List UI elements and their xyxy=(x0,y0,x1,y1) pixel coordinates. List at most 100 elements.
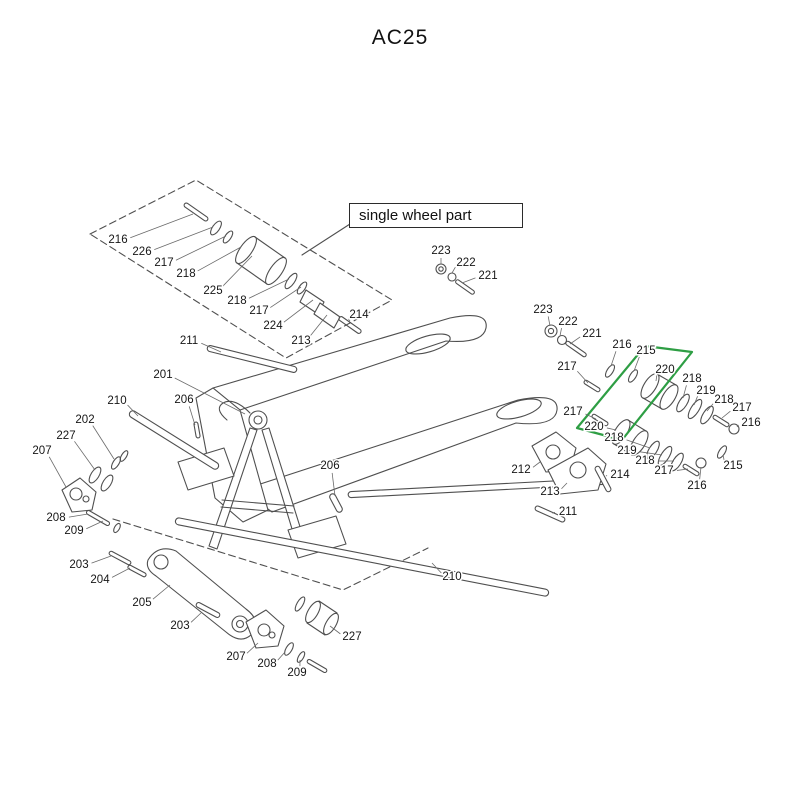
part-label-210: 210 xyxy=(442,571,461,583)
part-label-206: 206 xyxy=(320,460,339,472)
part-label-218: 218 xyxy=(227,295,246,307)
leader-line xyxy=(682,385,687,399)
leader-line xyxy=(655,375,658,382)
part-label-218: 218 xyxy=(682,373,701,385)
part-label-206: 206 xyxy=(174,394,193,406)
single-wheel-part-callout: single wheel part xyxy=(349,203,523,228)
leader-line xyxy=(431,562,442,574)
part-label-211: 211 xyxy=(559,506,577,518)
part-label-205: 205 xyxy=(132,597,151,609)
part-label-207: 207 xyxy=(32,445,51,457)
fork-lower xyxy=(241,397,558,513)
part-label-215: 215 xyxy=(723,460,742,472)
part-label-219: 219 xyxy=(696,385,715,397)
part-label-211: 211 xyxy=(180,335,198,347)
pin-206-upper xyxy=(193,421,201,439)
part-label-201: 201 xyxy=(153,369,172,381)
part-label-204: 204 xyxy=(90,574,110,586)
part-label-214: 214 xyxy=(349,309,369,321)
heel-plate-left xyxy=(177,447,235,491)
part-label-208: 208 xyxy=(257,658,276,670)
leader-line xyxy=(248,278,290,299)
part-label-219: 219 xyxy=(617,445,636,457)
part-label-218: 218 xyxy=(176,268,195,280)
leader-line xyxy=(190,612,202,623)
part-label-213: 213 xyxy=(291,335,310,347)
leader-line xyxy=(197,246,242,272)
part-label-210: 210 xyxy=(107,395,126,407)
part-label-203: 203 xyxy=(69,559,88,571)
leader-line xyxy=(561,482,568,490)
part-label-227: 227 xyxy=(342,631,361,643)
leader-line xyxy=(174,377,246,415)
fork-upper xyxy=(212,315,487,411)
highlight-region xyxy=(575,344,694,442)
part-label-215: 215 xyxy=(636,345,655,357)
part-label-220: 220 xyxy=(655,364,674,376)
leader-line xyxy=(309,314,328,337)
leader-line xyxy=(154,226,214,251)
part-label-209: 209 xyxy=(64,525,83,537)
leader-line xyxy=(585,413,597,420)
rod-210-left xyxy=(128,410,220,470)
part-label-225: 225 xyxy=(203,285,222,297)
leader-line xyxy=(68,513,89,518)
leader-line xyxy=(721,410,731,419)
part-label-221: 221 xyxy=(582,328,601,340)
leader-line xyxy=(722,454,725,461)
part-label-217: 217 xyxy=(557,361,576,373)
pin-206-lower xyxy=(329,493,343,513)
leader-line xyxy=(736,424,739,428)
leader-line xyxy=(127,404,139,417)
bottom-wheel-exploded xyxy=(245,596,339,674)
leader-line xyxy=(610,351,617,367)
part-label-221: 221 xyxy=(478,270,497,282)
part-label-212: 212 xyxy=(511,464,530,476)
single-wheel-exploded-parts xyxy=(183,202,362,334)
part-label-207: 207 xyxy=(226,651,245,663)
leader-line xyxy=(606,427,617,431)
part-label-218: 218 xyxy=(635,455,654,467)
part-label-217: 217 xyxy=(154,257,173,269)
leader-line xyxy=(74,441,96,471)
leader-line xyxy=(559,328,562,337)
part-label-217: 217 xyxy=(563,406,582,418)
leader-line xyxy=(277,651,286,661)
leader-line xyxy=(91,555,112,564)
leader-line xyxy=(331,472,336,497)
part-label-218: 218 xyxy=(714,394,733,406)
part-label-222: 222 xyxy=(456,257,475,269)
leader-lines xyxy=(48,213,739,667)
rods xyxy=(128,345,607,597)
leader-line xyxy=(547,316,551,327)
part-label-223: 223 xyxy=(533,304,552,316)
leader-line xyxy=(605,475,608,477)
leader-line xyxy=(626,439,651,449)
part-label-214: 214 xyxy=(610,469,630,481)
leader-line xyxy=(532,461,541,468)
part-label-223: 223 xyxy=(431,245,450,257)
part-labels: 2162262172182252182172242132142112012102… xyxy=(31,233,762,681)
part-label-216: 216 xyxy=(687,480,706,492)
leader-line xyxy=(693,396,698,406)
leader-line xyxy=(706,403,714,412)
leader-line xyxy=(188,406,196,426)
part-label-208: 208 xyxy=(46,512,65,524)
leader-line xyxy=(451,266,456,274)
part-label-216: 216 xyxy=(108,234,127,246)
part-label-224: 224 xyxy=(263,320,283,332)
rear-rollers-axis-upper xyxy=(583,364,740,435)
leader-line xyxy=(86,520,104,530)
leader-line xyxy=(633,356,640,372)
leader-line xyxy=(461,277,476,284)
callout-leader-line xyxy=(301,223,351,256)
leader-line xyxy=(569,336,581,345)
part-label-217: 217 xyxy=(654,465,673,477)
leader-line xyxy=(329,625,341,635)
leader-line xyxy=(246,642,259,654)
callout-label: single wheel part xyxy=(359,207,472,224)
leader-line xyxy=(152,584,171,600)
part-label-220: 220 xyxy=(584,421,603,433)
part-label-218: 218 xyxy=(604,432,623,444)
